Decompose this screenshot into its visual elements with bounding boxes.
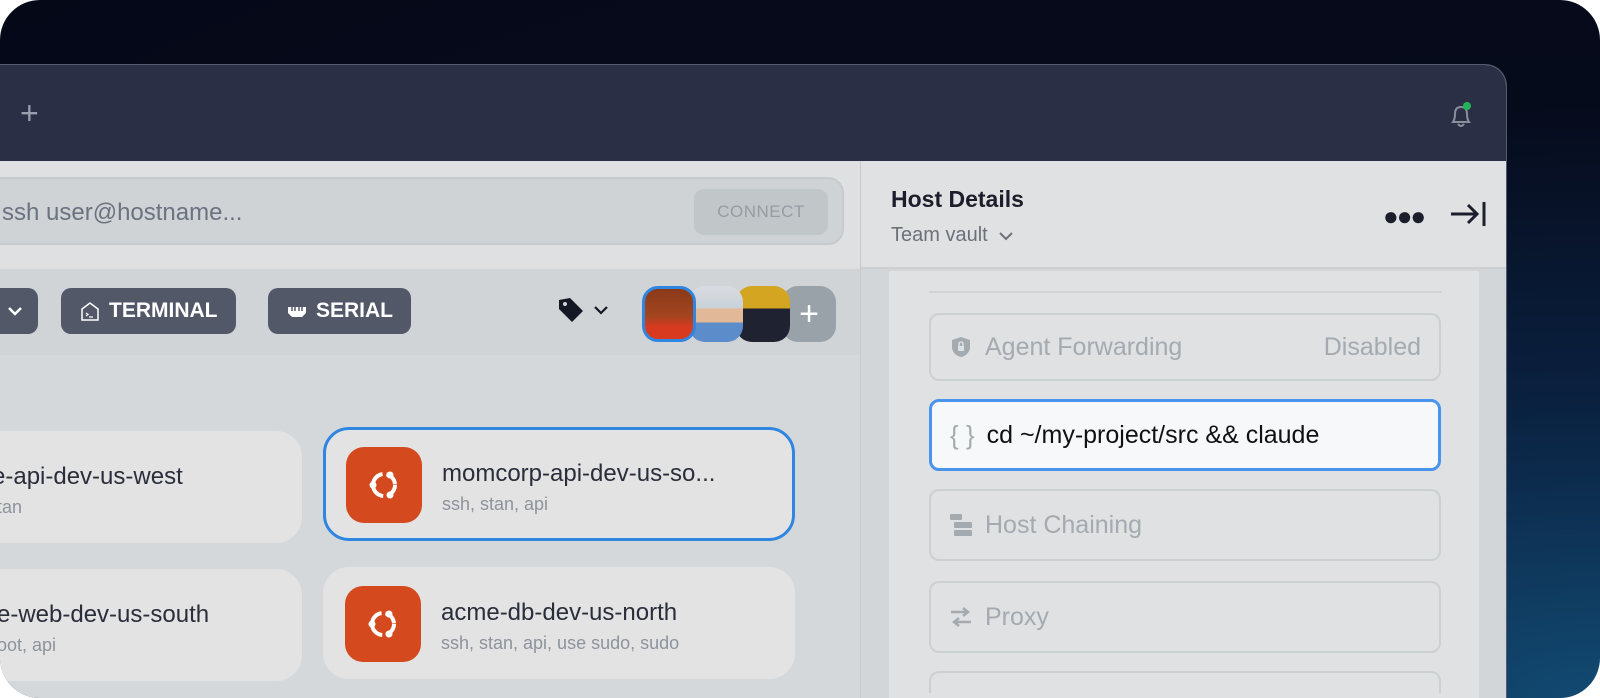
filter-bar: TERMINAL SERIAL +	[0, 269, 860, 355]
chevron-down-icon	[999, 231, 1013, 240]
host-tags: ssh, stan, api	[442, 494, 549, 514]
details-header: Host Details Team vault ●●●	[861, 161, 1506, 269]
hosts-grid: e-api-dev-us-west tan momcorp-api-dev-us…	[0, 355, 860, 698]
host-card[interactable]: e-web-dev-us-south oot, api	[0, 569, 302, 681]
field-label: Proxy	[985, 602, 1049, 631]
host-card[interactable]: e-api-dev-us-west tan	[0, 431, 302, 543]
host-chaining-field[interactable]: Host Chaining	[929, 489, 1441, 561]
search-placeholder: ssh user@hostname...	[2, 199, 243, 226]
ubuntu-icon	[346, 447, 422, 523]
chevron-down-icon	[594, 306, 608, 315]
collapse-panel-icon[interactable]	[1448, 199, 1488, 229]
divider	[929, 291, 1442, 293]
host-tags: ssh, stan, api, use sudo, sudo	[441, 633, 680, 653]
host-card-selected[interactable]: momcorp-api-dev-us-so... ssh, stan, api	[323, 427, 795, 541]
more-options-button[interactable]: ●●●	[1383, 201, 1426, 231]
host-chaining-icon	[950, 514, 972, 536]
field-label: Host Chaining	[985, 510, 1143, 539]
add-member-button[interactable]: +	[782, 286, 836, 342]
shield-lock-icon	[952, 337, 970, 357]
proxy-field[interactable]: Proxy	[929, 581, 1441, 653]
serial-port-icon	[288, 307, 306, 317]
ubuntu-icon	[345, 586, 421, 662]
new-tab-button[interactable]: +	[20, 95, 39, 131]
startup-snippet-input[interactable]: { } cd ~/my-project/src && claude	[929, 399, 1441, 471]
swap-arrows-icon	[951, 607, 971, 627]
details-form: Agent Forwarding Disabled { } cd ~/my-pr…	[889, 271, 1479, 698]
host-name: e-web-dev-us-south	[0, 601, 210, 628]
field-value: Disabled	[1323, 332, 1421, 361]
tag-filter-button[interactable]	[556, 295, 610, 325]
terminal-label: TERMINAL	[109, 299, 218, 322]
app-window: + ssh user@hostname... CONNECT TERMINAL …	[0, 64, 1507, 698]
connect-button[interactable]: CONNECT	[694, 189, 828, 235]
vault-selector[interactable]: Team vault	[891, 224, 1016, 247]
new-host-dropdown-button[interactable]	[0, 288, 38, 334]
host-name: momcorp-api-dev-us-so...	[442, 460, 716, 487]
title-bar: +	[0, 65, 1506, 161]
terminal-button[interactable]: TERMINAL	[61, 288, 236, 334]
host-card[interactable]: acme-db-dev-us-north ssh, stan, api, use…	[323, 567, 795, 679]
chevron-down-icon	[8, 307, 22, 316]
next-field[interactable]	[929, 671, 1441, 693]
braces-icon: { }	[950, 419, 975, 450]
agent-forwarding-field[interactable]: Agent Forwarding Disabled	[929, 313, 1441, 381]
avatar[interactable]	[736, 286, 790, 342]
host-name: acme-db-dev-us-north	[441, 599, 678, 626]
serial-label: SERIAL	[316, 299, 394, 322]
quick-connect-bar: ssh user@hostname... CONNECT	[0, 161, 860, 269]
tag-icon	[559, 298, 583, 322]
avatar-selected[interactable]	[642, 286, 696, 342]
snippet-value: cd ~/my-project/src && claude	[986, 420, 1320, 449]
panel-title: Host Details	[891, 186, 1024, 212]
bell-icon[interactable]	[1447, 101, 1475, 131]
hosts-panel: ssh user@hostname... CONNECT TERMINAL SE…	[0, 161, 860, 698]
avatar[interactable]	[689, 286, 743, 342]
quick-connect-input[interactable]: ssh user@hostname... CONNECT	[0, 177, 844, 245]
serial-button[interactable]: SERIAL	[268, 288, 412, 334]
host-details-panel: Host Details Team vault ●●● Agent Forwar…	[860, 161, 1506, 698]
terminal-icon	[81, 302, 99, 321]
host-tags: oot, api	[0, 635, 57, 655]
field-label: Agent Forwarding	[985, 332, 1183, 361]
vault-label: Team vault	[891, 224, 988, 246]
host-tags: tan	[0, 497, 23, 517]
host-name: e-api-dev-us-west	[0, 463, 183, 490]
